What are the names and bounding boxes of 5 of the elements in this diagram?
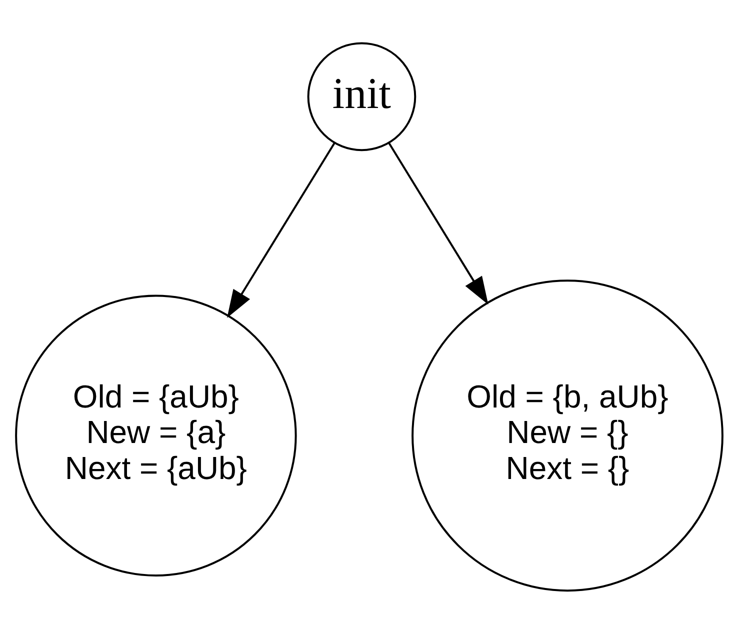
- node-circle: Old = {b, aUb} New = {} Next = {}: [412, 280, 724, 592]
- arrow: [227, 142, 336, 318]
- node-circle: Old = {aUb} New = {a} Next = {aUb}: [15, 294, 297, 576]
- node-circle: init: [307, 42, 416, 152]
- arrow: [388, 142, 488, 305]
